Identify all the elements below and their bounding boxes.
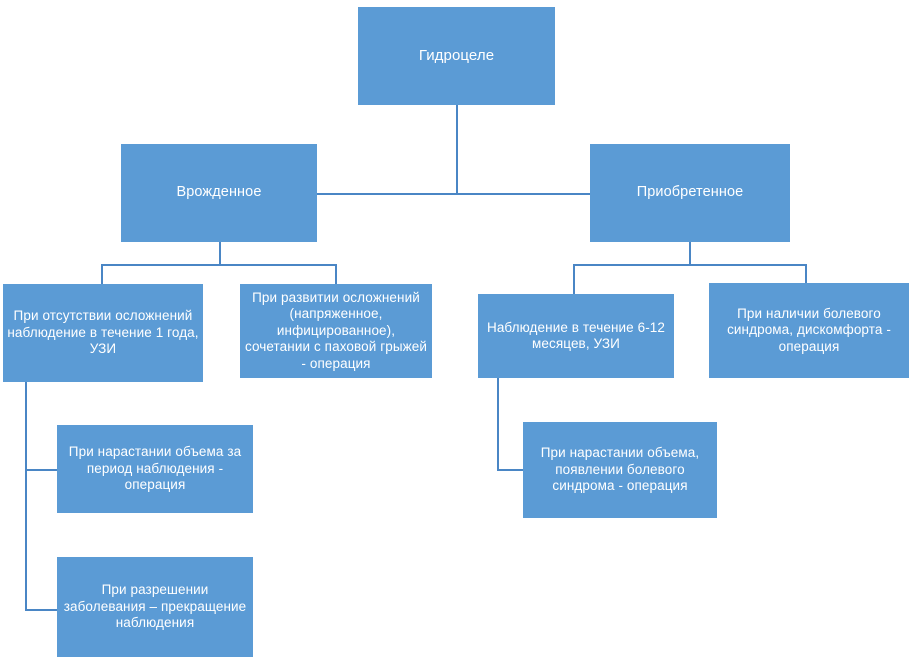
connector-acquired-bar bbox=[573, 264, 807, 266]
node-congenital-complications[interactable]: При развитии осложнений (напряженное, ин… bbox=[240, 284, 432, 378]
connector-congenital-observation-trunk bbox=[25, 382, 27, 611]
node-acquired-observation[interactable]: Наблюдение в течение 6-12 месяцев, УЗИ bbox=[478, 294, 674, 378]
connector-acquired-to-observation bbox=[573, 264, 575, 294]
node-congenital-volume-growth[interactable]: При нарастании объема за период наблюден… bbox=[57, 425, 253, 513]
node-congenital-resolution[interactable]: При разрешении заболевания – прекращение… bbox=[57, 557, 253, 657]
connector-congenital-to-complications bbox=[335, 264, 337, 284]
connector-congenital-to-observation bbox=[101, 264, 103, 284]
connector-root-stem bbox=[456, 105, 458, 194]
connector-to-resolution bbox=[25, 609, 58, 611]
connector-to-volume-growth bbox=[25, 469, 58, 471]
node-congenital-observation[interactable]: При отсутствии осложнений наблюдение в т… bbox=[3, 284, 203, 382]
node-acquired[interactable]: Приобретенное bbox=[590, 144, 790, 242]
connector-level2-bar bbox=[317, 193, 595, 195]
connector-acquired-stem bbox=[689, 242, 691, 265]
connector-acquired-observation-trunk bbox=[497, 378, 499, 470]
node-congenital[interactable]: Врожденное bbox=[121, 144, 317, 242]
connector-acquired-to-pain bbox=[805, 264, 807, 283]
node-root[interactable]: Гидроцеле bbox=[358, 7, 555, 105]
connector-to-acquired-volume-growth bbox=[497, 469, 525, 471]
connector-congenital-bar bbox=[101, 264, 337, 266]
connector-congenital-stem bbox=[219, 242, 221, 265]
node-acquired-pain[interactable]: При наличии болевого синдрома, дискомфор… bbox=[709, 283, 909, 378]
node-acquired-volume-growth[interactable]: При нарастании объема, появлении болевог… bbox=[523, 422, 717, 518]
